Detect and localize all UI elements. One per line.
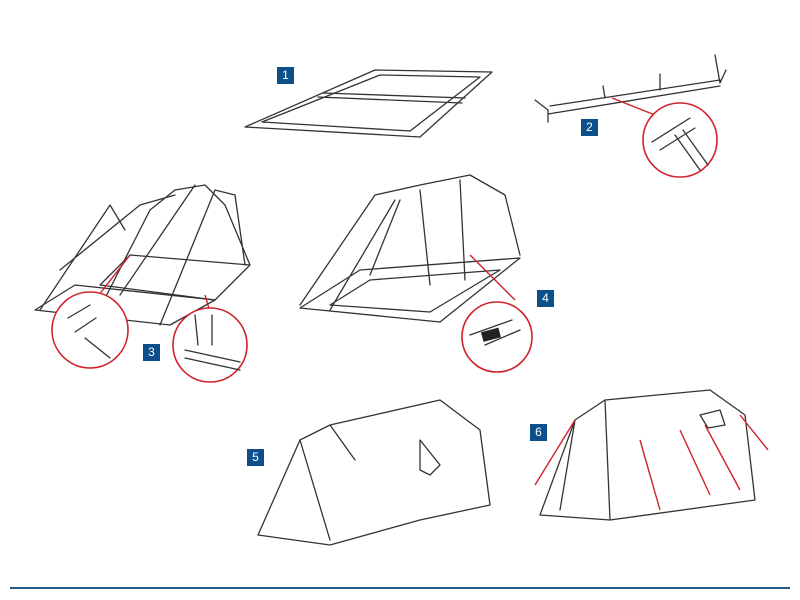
step-badge-3: 3 (143, 344, 160, 361)
step2-pole (534, 54, 727, 178)
bottom-rule (10, 587, 790, 589)
step4-inner-tent (299, 174, 533, 373)
step-badge-6: 6 (530, 424, 547, 441)
step-badge-1: 1 (277, 67, 294, 84)
step-badge-5: 5 (247, 449, 264, 466)
step3-arches (34, 184, 251, 383)
step-badge-4: 4 (537, 290, 554, 307)
step1-floor-frame (244, 69, 493, 138)
step-badge-2: 2 (581, 119, 598, 136)
step6-finished-tent (534, 389, 769, 521)
step5-covered-tent (257, 399, 491, 546)
